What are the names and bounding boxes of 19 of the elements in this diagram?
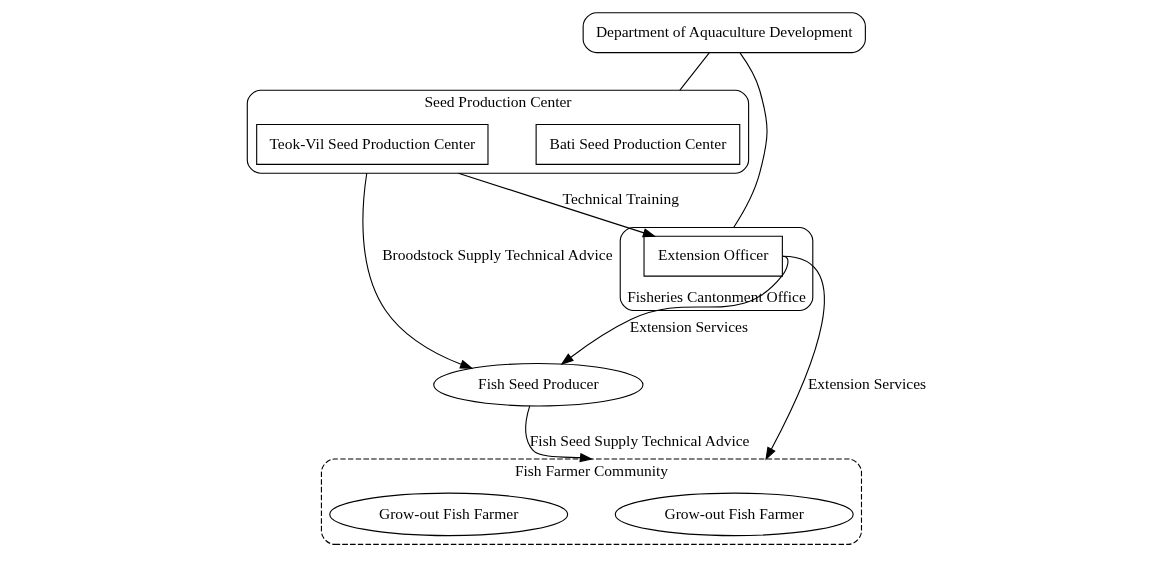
node-box: Department of Aquaculture Development <box>582 12 866 54</box>
arrow <box>361 172 473 369</box>
connector <box>732 52 768 229</box>
edge-label: Extension Services <box>629 317 748 335</box>
node-box: Teok-Vil Seed Production Center <box>255 124 489 165</box>
edge-label: Fish Seed Supply Technical Advice <box>529 431 749 449</box>
connector <box>678 52 710 91</box>
node-box: Extension Officer <box>642 235 783 277</box>
edge-label: Extension Services <box>807 374 926 392</box>
arrow <box>524 405 593 463</box>
arrow <box>560 255 788 366</box>
edge-label: Technical Training <box>562 190 679 208</box>
node-ellipse: Grow-out Fish Farmer <box>614 492 854 537</box>
arrow <box>457 172 656 238</box>
node-ellipse: Grow-out Fish Farmer <box>328 492 568 537</box>
node-ellipse: Fish Seed Producer <box>432 362 643 407</box>
arrow <box>764 255 825 461</box>
node-box: Bati Seed Production Center <box>535 124 740 165</box>
edge-label: Broodstock Supply Technical Advice <box>381 246 613 264</box>
